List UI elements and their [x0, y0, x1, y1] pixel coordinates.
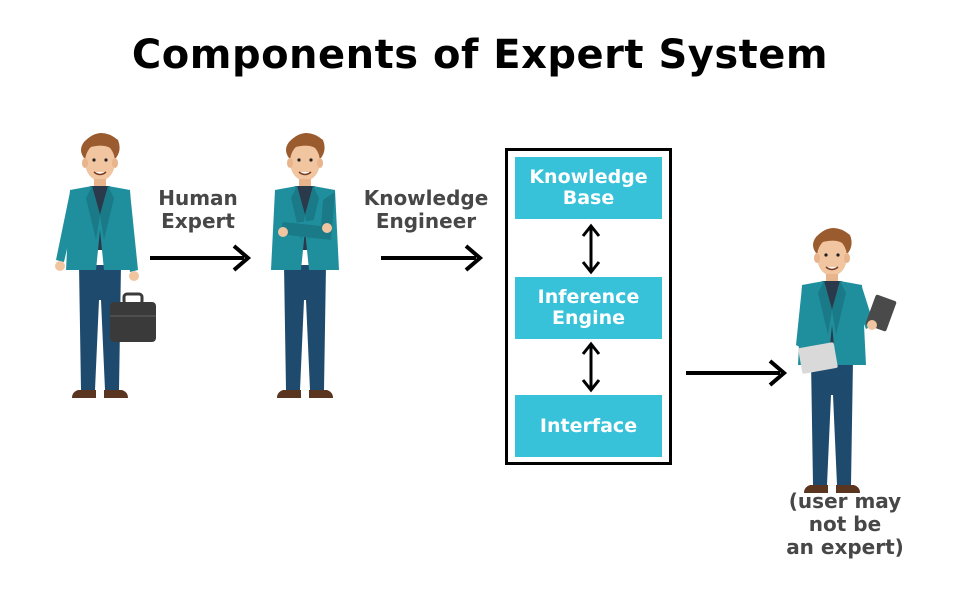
human-expert-label: Human Expert	[150, 187, 246, 233]
arrow-ie-if	[581, 341, 601, 393]
human-expert-figure	[55, 132, 156, 399]
expert-system-box: Knowledge Base Inference Engine Interfac…	[505, 148, 672, 465]
arrow-kb-ie	[581, 223, 601, 275]
interface-block: Interface	[515, 395, 662, 457]
interface-line1: Interface	[539, 414, 638, 437]
knowledge-engineer-label-line2: Engineer	[375, 209, 477, 233]
user-label-line1: (user may	[788, 489, 902, 513]
knowledge-base-line2: Base	[562, 187, 615, 209]
user-figure	[796, 227, 897, 494]
knowledge-engineer-label-line1: Knowledge	[363, 186, 489, 210]
knowledge-engineer-label: Knowledge Engineer	[356, 187, 496, 233]
diagram-title: Components of Expert System	[131, 32, 829, 78]
user-label: (user may not be an expert)	[770, 490, 920, 559]
knowledge-engineer-figure	[270, 132, 340, 399]
stack-arrows	[581, 223, 601, 393]
inference-engine-line1: Inference	[537, 286, 640, 308]
knowledge-base-line1: Knowledge	[529, 166, 648, 188]
user-label-line2: not be	[808, 512, 882, 536]
human-expert-label-line1: Human	[158, 186, 238, 210]
human-expert-label-line2: Expert	[161, 209, 235, 233]
arrow-engineer-to-system	[381, 244, 484, 272]
user-label-line3: an expert)	[786, 535, 904, 559]
knowledge-base-block: Knowledge Base	[515, 157, 662, 219]
arrow-expert-to-engineer	[150, 244, 252, 272]
inference-engine-line2: Engine	[551, 307, 626, 329]
inference-engine-block: Inference Engine	[515, 277, 662, 339]
arrow-system-to-user	[686, 359, 788, 387]
